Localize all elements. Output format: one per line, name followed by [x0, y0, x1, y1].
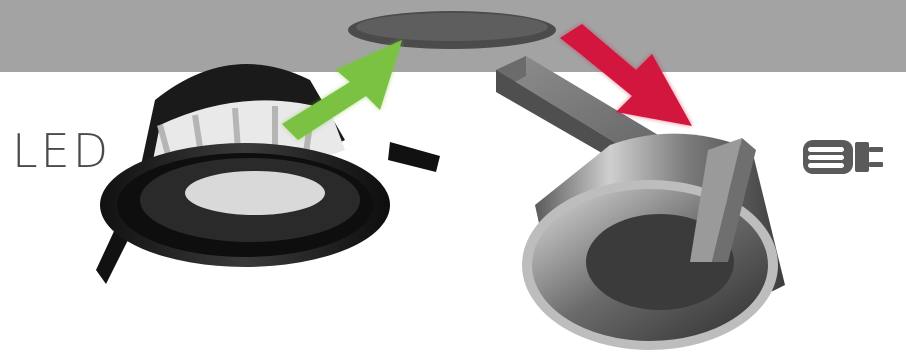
ceiling-cutout — [348, 11, 556, 49]
cfl-plug-lamp-icon — [803, 140, 883, 174]
cfl-downlight — [522, 134, 785, 350]
led-downlight — [96, 64, 440, 284]
